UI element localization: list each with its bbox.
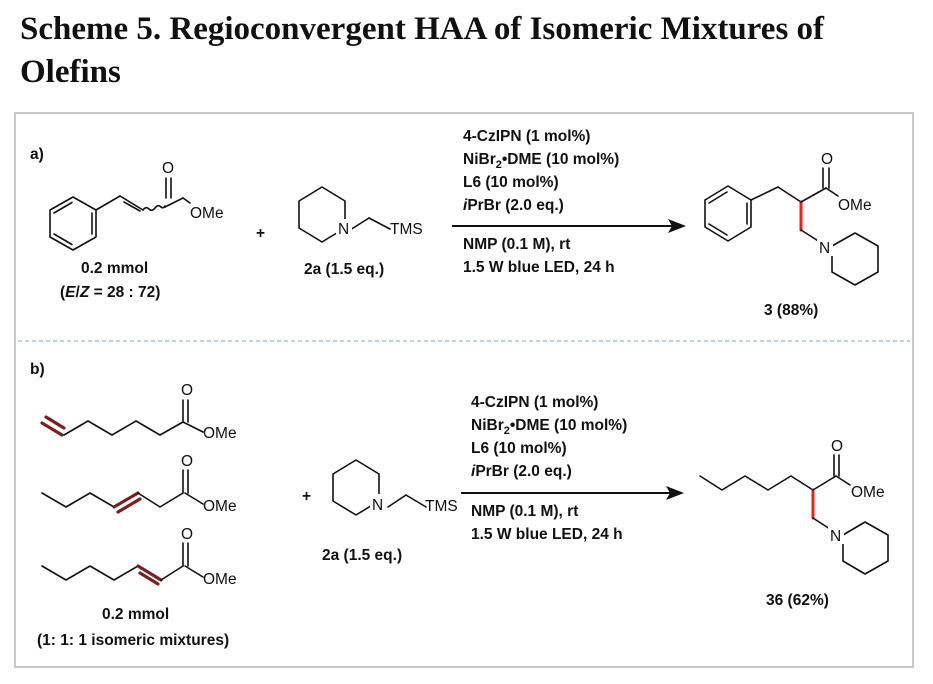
part-a-label: a)	[30, 146, 44, 163]
reagent-a-label: 2a (1.5 eq.)	[304, 261, 384, 278]
nitrogen-label: N	[338, 221, 349, 238]
carbonyl-oxygen-label: O	[162, 160, 174, 177]
tms-label: TMS	[390, 221, 423, 238]
condition-b-nickel: NiBr2•DME (10 mol%)	[471, 417, 627, 437]
condition-a-solvent: NMP (0.1 M), rt	[463, 236, 570, 253]
substrate-b-mixture-note: (1: 1: 1 isomeric mixtures)	[37, 632, 229, 649]
substrate-a-ratio: (E/Z = 28 : 72)	[60, 284, 160, 301]
condition-b-ligand: L6 (10 mol%)	[471, 440, 567, 457]
product-36-structure: O OMe N	[699, 438, 889, 575]
reaction-arrowhead-b	[666, 486, 684, 500]
reagent-b-nitrogen-label: N	[372, 497, 383, 514]
substrate-b1-structure: O OMe	[40, 382, 237, 442]
substrate-b2-methoxy-label: OMe	[203, 498, 237, 515]
reagent-b-label: 2a (1.5 eq.)	[322, 547, 402, 564]
substrate-b1-methoxy-label: OMe	[203, 425, 237, 442]
substrate-b3-methoxy-label: OMe	[203, 571, 237, 588]
product-3-methoxy-label: OMe	[838, 197, 872, 214]
product-3-oxygen-label: O	[821, 151, 833, 168]
product-3-nitrogen-label: N	[819, 240, 830, 257]
substrate-a-amount: 0.2 mmol	[81, 260, 148, 277]
condition-b-light: 1.5 W blue LED, 24 h	[471, 526, 623, 543]
plus-sign-b: +	[302, 488, 311, 505]
reaction-arrowhead-a	[668, 219, 686, 233]
condition-b-alkyl-bromide: iPrBr (2.0 eq.)	[471, 463, 572, 480]
scheme-title: Scheme 5. Regioconvergent HAA of Isomeri…	[20, 11, 825, 90]
substrate-b3-oxygen-label: O	[181, 526, 193, 543]
condition-a-catalyst: 4-CzIPN (1 mol%)	[463, 128, 590, 145]
methoxy-label: OMe	[190, 205, 224, 222]
condition-a-light: 1.5 W blue LED, 24 h	[463, 259, 615, 276]
reagent-b-tms-label: TMS	[425, 498, 458, 515]
substrate-b2-structure: O OMe	[41, 453, 237, 515]
product-3-structure: O OMe N	[704, 151, 879, 286]
plus-sign-a: +	[256, 225, 265, 242]
reagent-2a-structure-b: N TMS	[332, 459, 458, 516]
product-36-label: 36 (62%)	[766, 592, 829, 609]
condition-b-solvent: NMP (0.1 M), rt	[471, 503, 578, 520]
substrate-b-amount: 0.2 mmol	[102, 606, 169, 623]
substrate-b3-structure: O OMe	[41, 526, 237, 588]
part-b-label: b)	[30, 361, 45, 378]
condition-a-nickel: NiBr2•DME (10 mol%)	[463, 151, 619, 171]
condition-b-catalyst: 4-CzIPN (1 mol%)	[471, 394, 598, 411]
product-36-oxygen-label: O	[831, 438, 843, 455]
condition-a-ligand: L6 (10 mol%)	[463, 174, 559, 191]
substrate-b2-oxygen-label: O	[181, 453, 193, 470]
product-36-nitrogen-label: N	[830, 528, 841, 545]
substrate-a-structure: O OMe	[49, 160, 224, 251]
condition-a-alkyl-bromide: iPrBr (2.0 eq.)	[463, 197, 564, 214]
reagent-2a-structure-a: N TMS	[298, 186, 423, 243]
substrate-b1-oxygen-label: O	[181, 382, 193, 399]
product-36-methoxy-label: OMe	[851, 484, 885, 501]
product-3-label: 3 (88%)	[764, 302, 818, 319]
scheme-frame	[14, 112, 914, 668]
